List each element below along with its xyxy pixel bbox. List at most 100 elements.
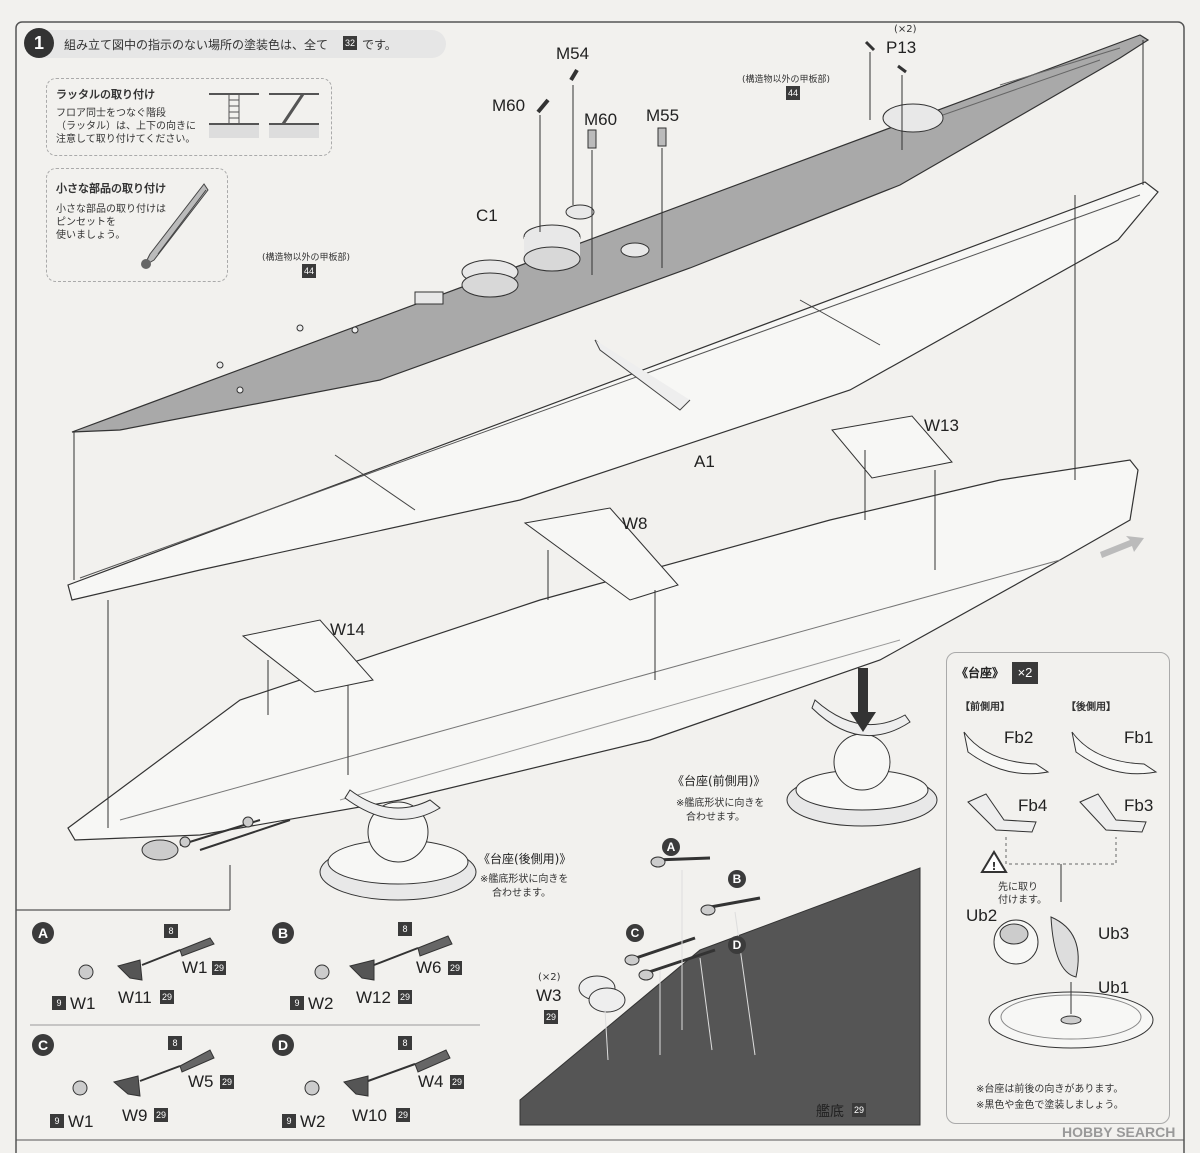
- bottom-letter-b: B: [728, 870, 746, 888]
- step-color-code: 32: [343, 36, 357, 50]
- stand-box: [946, 652, 1170, 1124]
- watermark-logo: HOBBY SEARCH: [1062, 1124, 1176, 1140]
- prop-group-b-shaft-color: 29: [398, 990, 412, 1004]
- stand-label-fb2: Fb2: [1004, 728, 1034, 747]
- stand-label-fb4: Fb4: [1018, 796, 1048, 815]
- small-parts-tip-title: 小さな部品の取り付け: [56, 182, 166, 195]
- prop-group-c-paint: 9: [50, 1114, 64, 1128]
- stand-label-ub2: Ub2: [966, 906, 998, 925]
- small-parts-tip-line1: 小さな部品の取り付けは: [56, 204, 166, 215]
- prop-group-b-shaft: W12: [356, 988, 391, 1007]
- part-label-w8: W8: [622, 514, 648, 533]
- stand-rear-title: 《台座(後側用)》: [478, 852, 572, 866]
- w3-color: 29: [544, 1010, 558, 1024]
- deck-note-left: (構造物以外の甲板部): [262, 253, 351, 263]
- stand-rear-note2: 合わせます。: [492, 888, 551, 899]
- prop-group-c-shaft: W9: [122, 1106, 148, 1125]
- step-header: [26, 30, 446, 58]
- stand-front-note1: ※艦底形状に向きを: [676, 798, 765, 809]
- part-label-w13: W13: [924, 416, 959, 435]
- ladder-illustration: [209, 93, 319, 138]
- part-label-m60-b: M60: [584, 110, 618, 129]
- stand-box-rear: 【後側用】: [1066, 702, 1116, 713]
- step-instruction-prefix: 組み立て図中の指示のない場所の塗装色は、全て: [64, 38, 329, 52]
- stand-front-note2: 合わせます。: [686, 812, 745, 823]
- small-parts-tip-line2: ピンセットを: [56, 217, 116, 228]
- step-number-badge: 1: [24, 28, 54, 58]
- stand-parts-illustration: !: [963, 731, 1158, 1049]
- prop-group-d-shaft: W10: [352, 1106, 387, 1125]
- prop-group-a-hub: W1: [70, 994, 96, 1013]
- prop-group-a-paint: 9: [52, 996, 66, 1010]
- stand-box-qty: ×2: [1012, 662, 1038, 684]
- stand-box-title: 《台座》: [956, 666, 1005, 680]
- prop-group-c-tip-color: 29: [220, 1075, 234, 1089]
- prop-group-b-tip-color: 29: [448, 961, 462, 975]
- part-label-m60-a: M60: [492, 96, 526, 115]
- stand-box-front: 【前側用】: [960, 702, 1010, 713]
- prop-group-d-hub: W2: [300, 1112, 326, 1131]
- deck-note-right-color: 44: [786, 86, 800, 100]
- prop-group-a-tip: W1: [182, 958, 208, 977]
- small-parts-tip-box: [46, 168, 228, 282]
- prop-group-d-paint: 9: [282, 1114, 296, 1128]
- bottom-letter-d: D: [728, 936, 746, 954]
- prop-group-b-hub: W2: [308, 994, 334, 1013]
- stand-label-ub3: Ub3: [1098, 924, 1130, 943]
- w3-qty: (×2): [538, 972, 561, 983]
- prop-group-c-num: 8: [168, 1036, 182, 1050]
- ladder-tip-title: ラッタルの取り付け: [56, 88, 155, 101]
- prop-group-d-shaft-color: 29: [396, 1108, 410, 1122]
- hull-bottom-color: 29: [852, 1103, 866, 1117]
- prop-group-a-shaft: W11: [118, 988, 152, 1007]
- stand-note2: ※黒色や金色で塗装しましょう。: [976, 1100, 1124, 1111]
- prop-group-c-tip: W5: [188, 1072, 214, 1091]
- stand-rear-note1: ※艦底形状に向きを: [480, 874, 569, 885]
- prop-group-a-letter: A: [32, 922, 54, 944]
- part-label-p13: P13: [886, 38, 917, 57]
- bottom-letter-a: A: [662, 838, 680, 856]
- small-parts-tip-line3: 使いましょう。: [56, 230, 126, 241]
- ladder-tip-line2: （ラッタル）は、上下の向きに: [56, 121, 196, 132]
- prop-group-c-shaft-color: 29: [154, 1108, 168, 1122]
- tweezers-icon: [141, 183, 209, 269]
- prop-group-b-illustration: [314, 935, 453, 981]
- part-qty-p13: (×2): [894, 24, 917, 35]
- prop-group-c-hub: W1: [68, 1112, 94, 1131]
- bottom-letter-c: C: [626, 924, 644, 942]
- prop-group-a-num: 8: [164, 924, 178, 938]
- part-label-a1: A1: [694, 452, 715, 471]
- stand-label-fb1: Fb1: [1124, 728, 1154, 747]
- w3-label: W3: [536, 986, 562, 1005]
- stand-warning-line2: 付けます。: [998, 895, 1047, 906]
- part-label-c1: C1: [476, 206, 498, 225]
- svg-text:!: !: [991, 860, 996, 873]
- prop-group-b-paint: 9: [290, 996, 304, 1010]
- deck-note-left-color: 44: [302, 264, 316, 278]
- stand-note1: ※台座は前後の向きがあります。: [976, 1084, 1124, 1095]
- prop-group-a-illustration: [78, 937, 215, 981]
- part-label-w14: W14: [330, 620, 365, 639]
- prop-group-c-illustration: [72, 1049, 215, 1097]
- ladder-tip-line3: 注意して取り付けてください。: [56, 134, 196, 145]
- prop-group-d-tip-color: 29: [450, 1075, 464, 1089]
- part-label-m55: M55: [646, 106, 680, 125]
- prop-group-b-letter: B: [272, 922, 294, 944]
- ladder-tip-line1: フロア同士をつなぐ階段: [56, 108, 166, 119]
- prop-group-b-tip: W6: [416, 958, 442, 977]
- prop-group-a-shaft-color: 29: [160, 990, 174, 1004]
- stand-label-ub1: Ub1: [1098, 978, 1130, 997]
- stand-front-title: 《台座(前側用)》: [672, 774, 766, 788]
- part-label-m54: M54: [556, 44, 590, 63]
- prop-group-d-num: 8: [398, 1036, 412, 1050]
- prop-group-b-num: 8: [398, 922, 412, 936]
- prop-group-d-letter: D: [272, 1034, 294, 1056]
- hull-bottom-label: 艦底: [816, 1104, 844, 1120]
- prop-group-a-tip-color: 29: [212, 961, 226, 975]
- prop-group-d-tip: W4: [418, 1072, 444, 1091]
- stand-label-fb3: Fb3: [1124, 796, 1154, 815]
- stand-warning-line1: 先に取り: [998, 882, 1038, 893]
